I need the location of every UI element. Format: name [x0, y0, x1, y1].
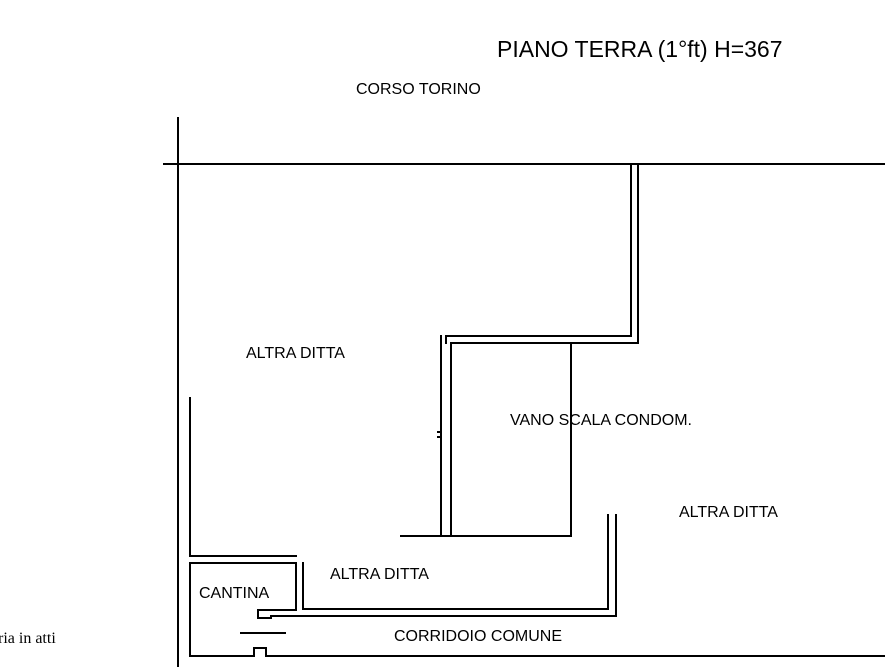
room-label-corridoio: CORRIDOIO COMUNE [394, 628, 562, 645]
room-label-altra-ditta-right: ALTRA DITTA [679, 504, 778, 521]
room-label-vano-scala: VANO SCALA CONDOM. [510, 412, 692, 429]
street-label: CORSO TORINO [356, 81, 481, 98]
room-label-cantina: CANTINA [199, 585, 270, 602]
corridor-walls [240, 514, 885, 657]
cantina-walls [189, 562, 297, 657]
margin-note: ria in atti [0, 630, 56, 647]
room-label-altra-ditta-left: ALTRA DITTA [246, 345, 345, 362]
stair-core-walls [400, 163, 639, 537]
left-partition-walls [189, 397, 297, 557]
room-label-altra-ditta-bottom: ALTRA DITTA [330, 566, 429, 583]
plan-title: PIANO TERRA (1°ft) H=367 [497, 36, 783, 62]
